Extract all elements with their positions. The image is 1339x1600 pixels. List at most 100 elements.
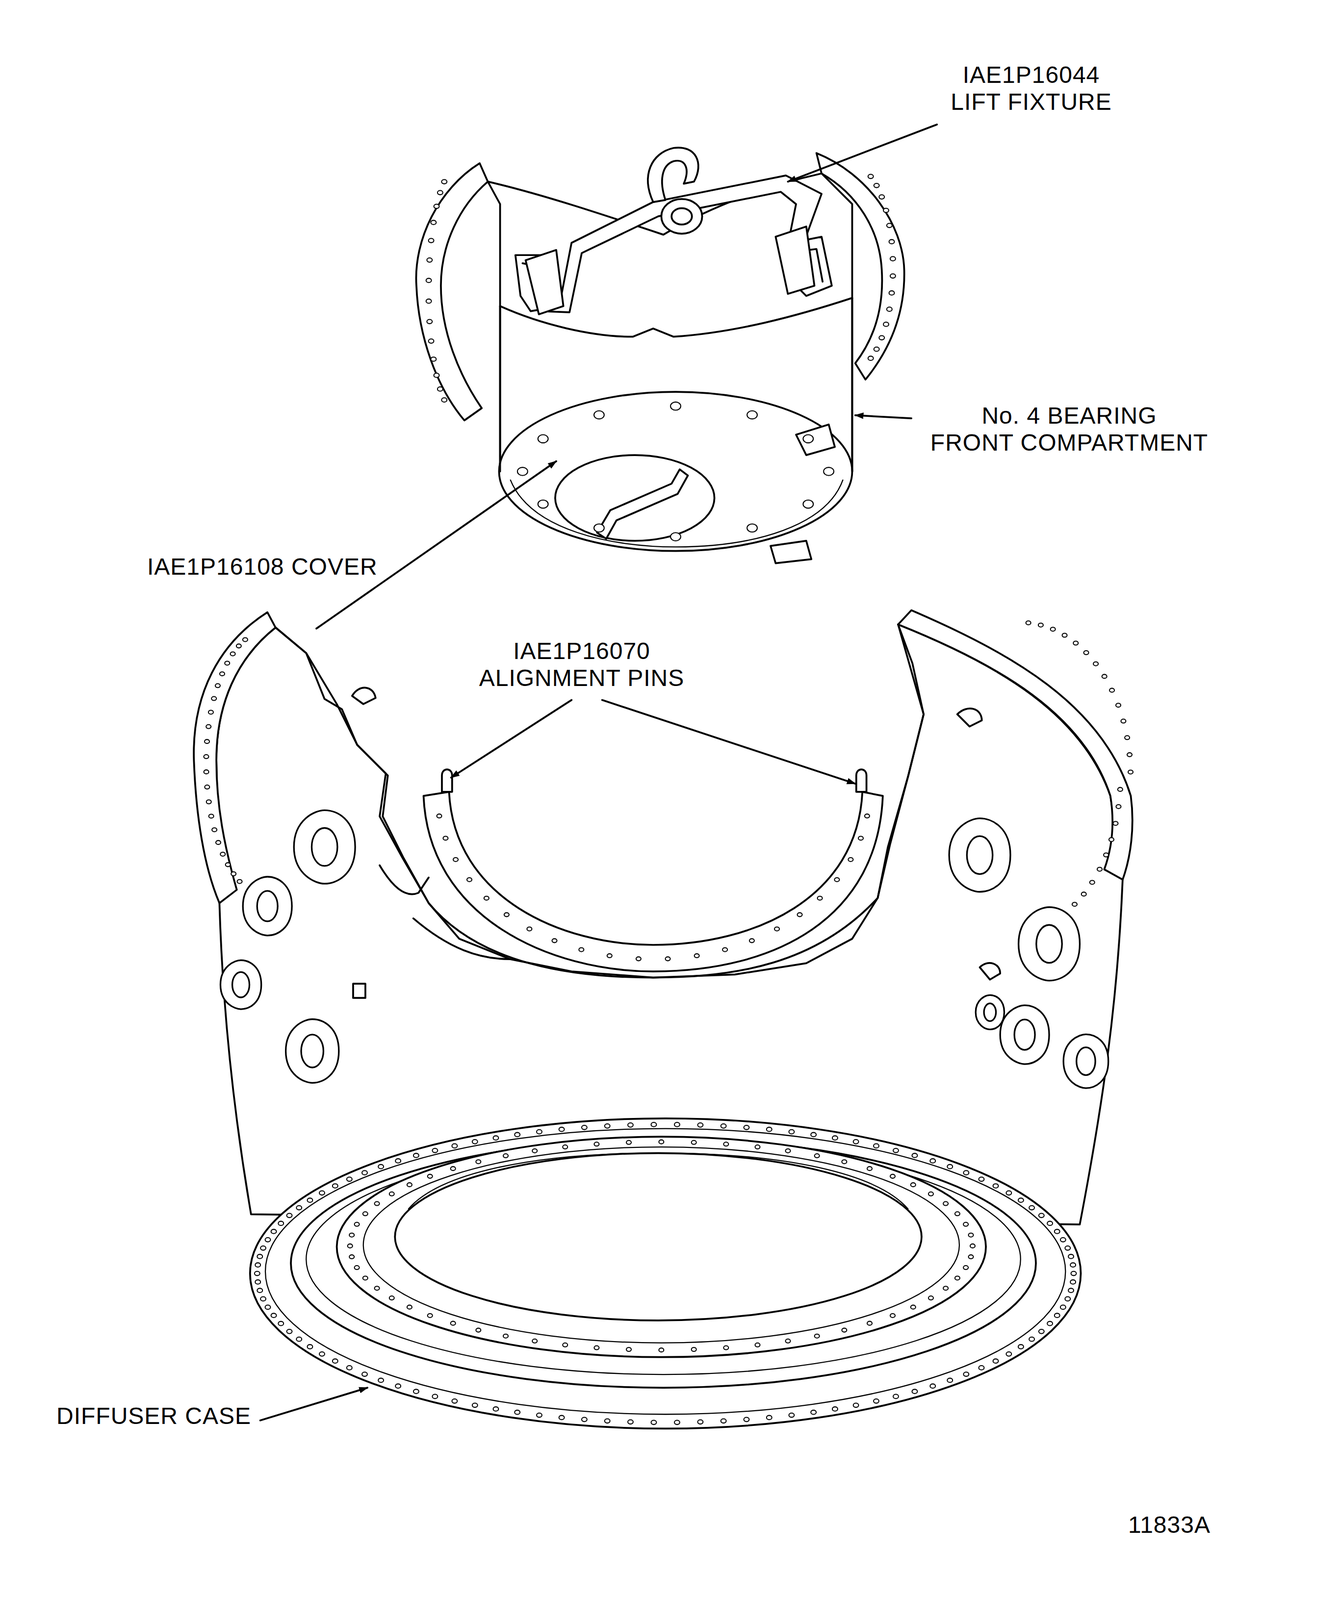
- bolt-hole: [332, 1359, 338, 1364]
- bolt-hole: [503, 1334, 509, 1339]
- bolt-hole: [1108, 837, 1114, 842]
- bolt-hole: [867, 1166, 873, 1171]
- bolt-hole: [307, 1344, 313, 1350]
- bolt-hole: [963, 1170, 969, 1176]
- bolt-hole: [993, 1359, 999, 1364]
- bolt-hole: [810, 1133, 817, 1138]
- bolt-hole: [947, 1378, 953, 1384]
- bolt-hole: [954, 1276, 960, 1281]
- bolt-hole: [890, 256, 896, 261]
- lug: [353, 983, 366, 999]
- bolt-hole: [581, 1417, 588, 1423]
- bolt-hole: [432, 1148, 438, 1154]
- bolt-hole: [562, 1343, 568, 1348]
- bolt-hole: [271, 1313, 277, 1318]
- bolt-hole: [1073, 641, 1079, 646]
- bolt-hole: [362, 1276, 368, 1281]
- bolt-hole: [559, 1127, 565, 1133]
- bolt-hole: [1127, 752, 1133, 757]
- pad-bore: [311, 828, 337, 867]
- bolt-hole: [858, 836, 864, 841]
- bolt-hole: [441, 397, 447, 403]
- pad-bore: [232, 972, 250, 998]
- bolt-hole: [206, 799, 212, 804]
- pad-bore: [257, 891, 278, 922]
- bolt-hole: [810, 1410, 817, 1416]
- pad-outline: [949, 818, 1011, 893]
- bolt-hole: [650, 1420, 657, 1425]
- bolt-hole: [943, 1286, 949, 1291]
- figure-number: 11833A: [1128, 1511, 1211, 1539]
- bolt-hole: [413, 1153, 419, 1159]
- bolt-hole: [886, 307, 893, 312]
- bolt-hole: [929, 1158, 936, 1164]
- bolt-hole: [978, 1365, 985, 1371]
- pad-bore: [1076, 1047, 1096, 1076]
- bolt-hole: [823, 467, 834, 476]
- bolt-hole: [389, 1296, 395, 1301]
- bolt-hole: [426, 257, 433, 263]
- pad-outline: [220, 960, 261, 1010]
- bolt-hole: [1115, 703, 1121, 708]
- bolt-hole: [1064, 1297, 1071, 1302]
- bolt-hole: [721, 1418, 727, 1424]
- bolt-hole: [1029, 1206, 1035, 1211]
- bolt-hole: [504, 912, 510, 917]
- bolt-hole: [853, 1403, 859, 1408]
- bolt-hole: [889, 239, 895, 245]
- bolt-hole: [1062, 633, 1068, 638]
- bolt-hole: [1054, 1229, 1060, 1235]
- bolt-hole: [968, 1255, 974, 1260]
- bolt-hole: [636, 956, 642, 961]
- bolt-hole: [451, 1399, 458, 1404]
- bolt-hole: [864, 814, 870, 819]
- bottom-flange: [250, 1118, 1082, 1430]
- inner-flange-edge: [363, 1147, 960, 1344]
- bolt-hole: [286, 1213, 293, 1218]
- lift-ring-hole: [671, 208, 693, 225]
- bolt-hole: [853, 1139, 859, 1145]
- bolt-hole: [627, 1419, 634, 1425]
- bolt-hole: [1071, 1271, 1077, 1277]
- part-label: IAE1P16108 COVER: [147, 553, 378, 581]
- bolt-hole: [691, 1140, 697, 1145]
- bolt-hole: [236, 643, 242, 648]
- port-pad: [949, 818, 1011, 893]
- bolt-hole: [834, 877, 840, 882]
- bolt-hole: [943, 1202, 949, 1207]
- bolt-hole: [1097, 867, 1103, 872]
- bolt-hole: [970, 1244, 976, 1249]
- bolt-hole: [593, 1346, 599, 1351]
- bolt-hole: [432, 1394, 438, 1400]
- bolt-hole: [472, 1403, 478, 1408]
- bolt-hole: [450, 1321, 456, 1326]
- bolt-hole: [626, 1140, 632, 1145]
- bolt-hole: [224, 661, 230, 666]
- bolt-hole: [848, 857, 853, 862]
- bolt-hole: [1038, 1213, 1045, 1218]
- bolt-hole: [332, 1184, 338, 1189]
- bolt-hole: [785, 1149, 791, 1154]
- bolt-hole: [427, 1174, 433, 1179]
- leader-line: [855, 415, 912, 419]
- bolt-hole: [1026, 620, 1031, 625]
- bolt-hole: [873, 1144, 879, 1149]
- bolt-hole: [1060, 1305, 1066, 1311]
- bolt-hole: [484, 896, 490, 901]
- bolt-hole: [785, 1339, 791, 1344]
- bolt-hole: [286, 1329, 293, 1335]
- bolt-hole: [347, 1244, 353, 1249]
- bolt-hole: [532, 1149, 538, 1154]
- bolt-hole: [626, 1347, 632, 1352]
- bolt-hole: [867, 1321, 873, 1326]
- port-pad: [220, 960, 261, 1010]
- bolt-hole: [754, 1145, 760, 1150]
- bolt-hole: [219, 671, 225, 676]
- bolt-hole: [890, 1174, 896, 1179]
- bolt-hole: [889, 290, 895, 296]
- bolt-hole: [1112, 821, 1118, 826]
- bolt-hole: [670, 402, 681, 411]
- port-pad: [975, 995, 1005, 1030]
- bolt-hole: [271, 1229, 277, 1235]
